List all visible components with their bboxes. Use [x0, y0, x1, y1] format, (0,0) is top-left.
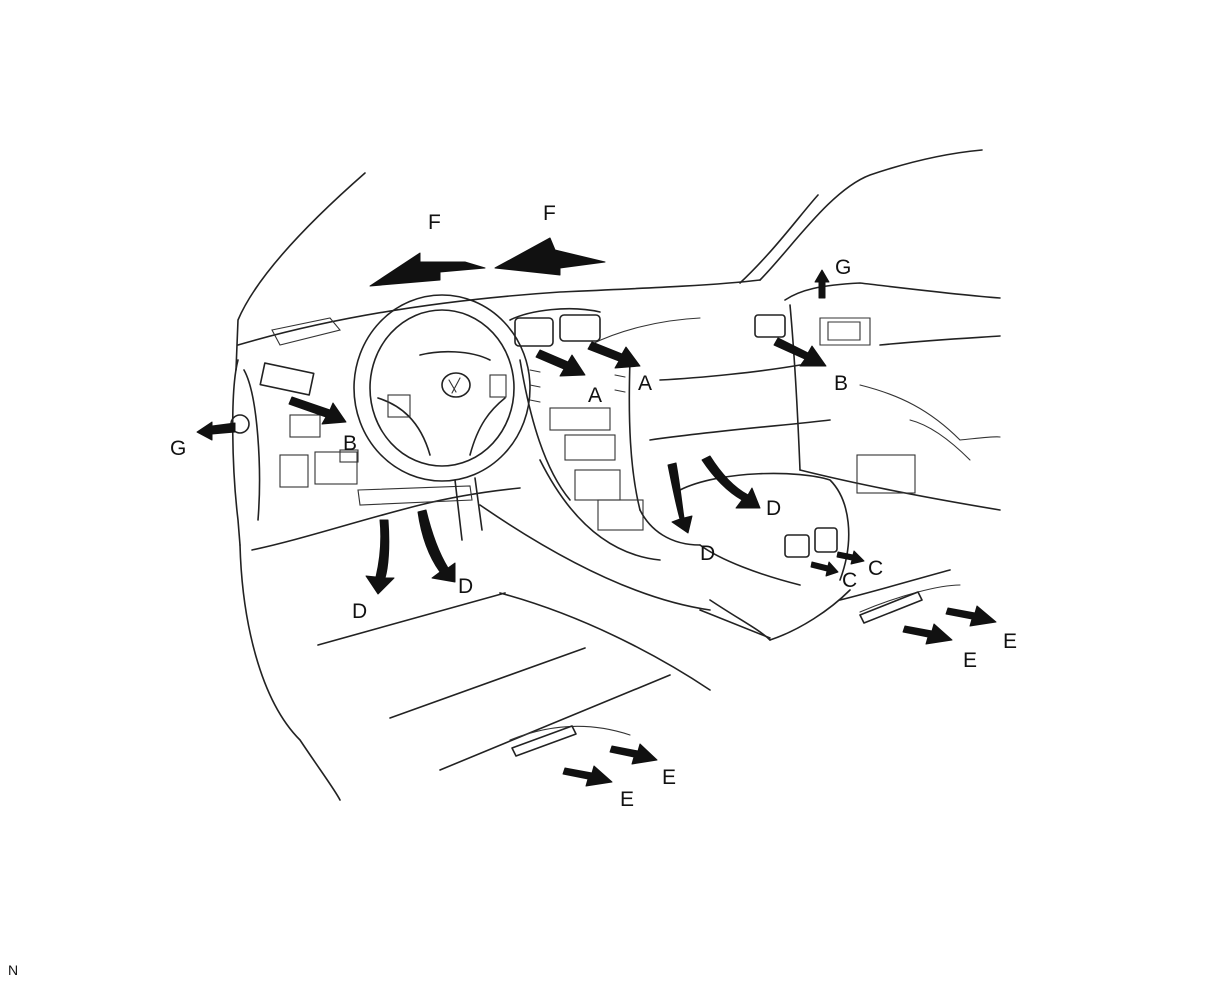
corner-label: N — [8, 962, 19, 978]
label-a-right: A — [638, 372, 652, 395]
label-b-left: B — [343, 432, 357, 455]
arrow-e-front-left — [562, 765, 613, 787]
arrow-f-left — [369, 252, 486, 287]
label-g-right: G — [835, 256, 851, 279]
arrow-d-left — [365, 519, 395, 595]
label-d-center: D — [458, 575, 473, 598]
airflow-arrows — [196, 237, 997, 787]
arrow-d-center — [417, 509, 456, 583]
arrow-d-console-left — [667, 462, 693, 534]
label-f-right: F — [543, 202, 556, 225]
arrow-e-rear-right — [945, 605, 997, 627]
arrow-c-right — [836, 550, 865, 565]
arrow-c-left — [810, 561, 839, 577]
label-d-left: D — [352, 600, 367, 623]
label-f-left: F — [428, 211, 441, 234]
label-d-console-right: D — [766, 497, 781, 520]
label-c-right: C — [868, 557, 883, 580]
arrow-g-right — [814, 269, 830, 299]
label-d-console-left: D — [700, 542, 715, 565]
arrow-a-left — [535, 349, 586, 377]
arrow-e-rear-left — [902, 623, 953, 645]
label-e-front-right: E — [662, 766, 676, 789]
arrow-b-right — [773, 337, 827, 367]
label-b-right: B — [834, 372, 848, 395]
label-e-rear-left: E — [963, 649, 977, 672]
arrow-e-front-right — [609, 743, 658, 765]
arrow-d-console-right — [701, 455, 761, 509]
labels: F F G G A A B B D D D D C C E E E E — [170, 202, 1017, 811]
arrow-f-right — [494, 237, 606, 276]
arrow-a-right — [587, 341, 641, 369]
label-c-left: C — [842, 569, 857, 592]
arrow-b-left — [288, 396, 347, 425]
arrow-g-left — [196, 421, 236, 441]
label-a-left: A — [588, 384, 602, 407]
label-e-front-left: E — [620, 788, 634, 811]
label-g-left: G — [170, 437, 186, 460]
interior-outline — [230, 149, 1001, 801]
label-e-rear-right: E — [1003, 630, 1017, 653]
